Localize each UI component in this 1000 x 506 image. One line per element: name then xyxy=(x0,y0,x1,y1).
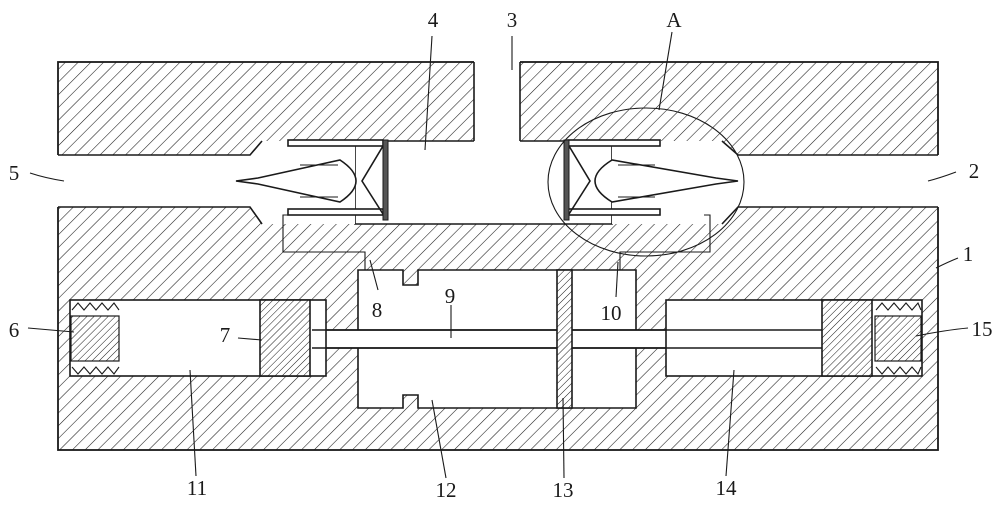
label-13: 13 xyxy=(553,478,574,502)
leader-lines xyxy=(27,31,969,479)
left-piston xyxy=(259,299,311,377)
label-a: A xyxy=(666,8,682,32)
label-11: 11 xyxy=(187,476,207,500)
label-9: 9 xyxy=(445,284,456,308)
left-valve-assembly xyxy=(235,139,389,221)
inlet-channel xyxy=(474,61,520,141)
label-5: 5 xyxy=(9,161,20,185)
label-7: 7 xyxy=(220,323,231,347)
right-outlet-channel xyxy=(612,141,939,224)
left-outlet-channel xyxy=(57,141,355,224)
link-rod-10 xyxy=(619,214,711,272)
central-chamber xyxy=(355,141,612,224)
link-rod-8 xyxy=(282,214,366,270)
right-valve-assembly xyxy=(563,139,739,221)
label-12: 12 xyxy=(436,478,457,502)
label-14: 14 xyxy=(716,476,738,500)
right-piston xyxy=(821,299,873,377)
label-3: 3 xyxy=(507,8,518,32)
gate-plate xyxy=(556,269,573,409)
label-6: 6 xyxy=(9,318,20,342)
label-1: 1 xyxy=(963,242,974,266)
left-spring xyxy=(70,302,120,375)
label-2: 2 xyxy=(969,159,980,183)
label-10: 10 xyxy=(601,301,622,325)
right-spring xyxy=(874,301,922,376)
label-8: 8 xyxy=(372,298,383,322)
label-4: 4 xyxy=(428,8,439,32)
detail-circle-a xyxy=(547,107,745,257)
label-15: 15 xyxy=(972,317,993,341)
